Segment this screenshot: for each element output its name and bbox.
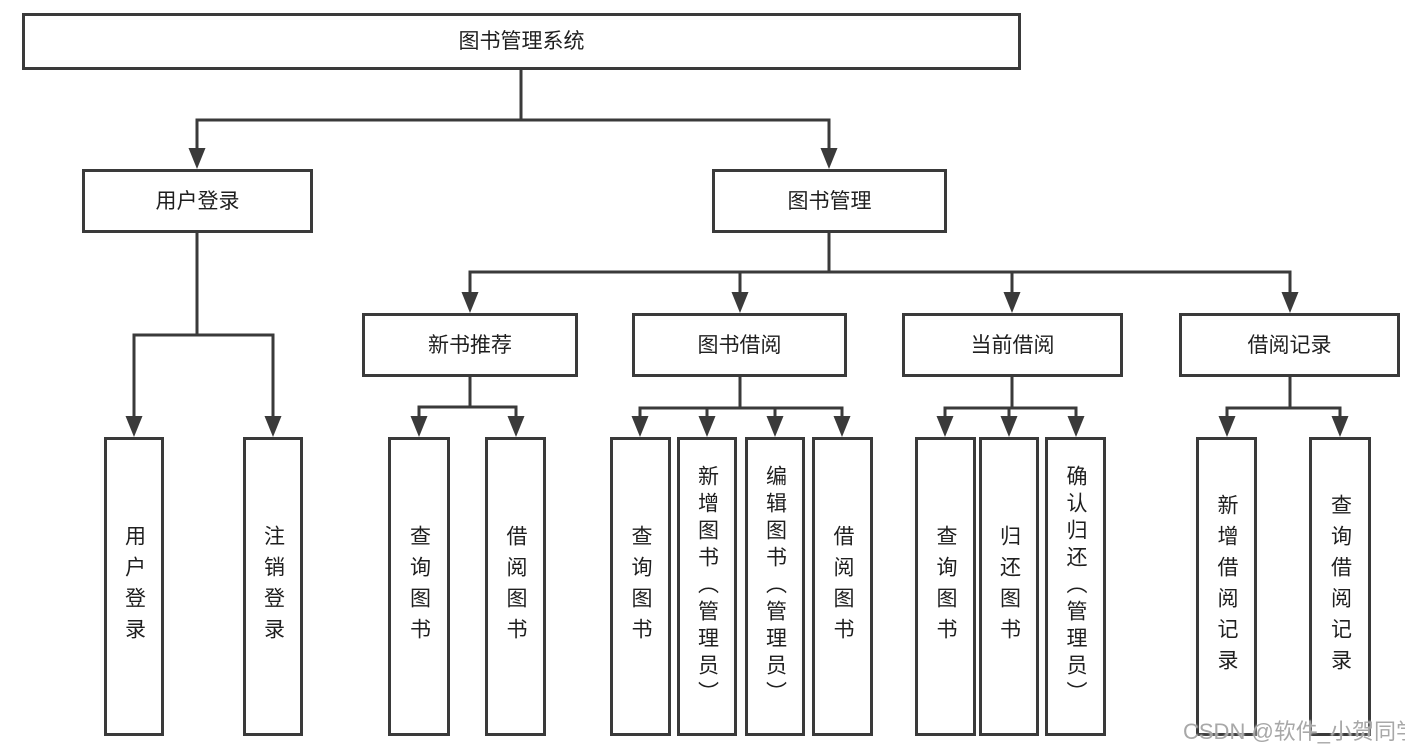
leaf-logout-login: 注销登录 bbox=[243, 437, 303, 736]
node-label: 注销登录 bbox=[261, 524, 285, 649]
leaf-confirm-return-admin: 确认归还（管理员） bbox=[1045, 437, 1106, 736]
node-label: 图书管理 bbox=[787, 189, 872, 213]
node-label: 图书借阅 bbox=[697, 333, 782, 357]
node-label: 新书推荐 bbox=[428, 333, 512, 357]
leaf-add-book-admin: 新增图书（管理员） bbox=[677, 437, 737, 736]
node-label: 当前借阅 bbox=[970, 333, 1055, 357]
leaf-query-books-recommend: 查询图书 bbox=[388, 437, 450, 736]
leaf-return-books: 归还图书 bbox=[979, 437, 1039, 736]
node-label: 用户登录 bbox=[122, 524, 146, 649]
node-label: 新增图书（管理员） bbox=[695, 465, 719, 708]
leaf-add-borrow-record: 新增借阅记录 bbox=[1196, 437, 1257, 736]
node-label: 归还图书 bbox=[997, 524, 1021, 649]
node-label: 编辑图书（管理员） bbox=[763, 465, 787, 708]
node-label: 查询图书 bbox=[407, 524, 431, 649]
leaf-query-borrow-record: 查询借阅记录 bbox=[1309, 437, 1371, 736]
leaf-query-books-borrow: 查询图书 bbox=[610, 437, 671, 736]
leaf-edit-book-admin: 编辑图书（管理员） bbox=[745, 437, 805, 736]
node-book-borrowing: 图书借阅 bbox=[632, 313, 847, 377]
leaf-query-books-current: 查询图书 bbox=[915, 437, 976, 736]
node-label: 借阅记录 bbox=[1247, 333, 1332, 357]
node-label: 查询图书 bbox=[629, 524, 652, 649]
leaf-borrow-books: 借阅图书 bbox=[812, 437, 873, 736]
node-current-borrowing: 当前借阅 bbox=[902, 313, 1123, 377]
node-label: 确认归还（管理员） bbox=[1064, 465, 1087, 708]
node-label: 查询图书 bbox=[934, 524, 957, 649]
node-label: 用户登录 bbox=[155, 189, 240, 213]
node-user-login: 用户登录 bbox=[82, 169, 313, 233]
node-library-management-system: 图书管理系统 bbox=[22, 13, 1021, 70]
node-borrowing-records: 借阅记录 bbox=[1179, 313, 1400, 377]
watermark-text: CSDN @软件_小贺同学 bbox=[1183, 719, 1405, 744]
leaf-user-login: 用户登录 bbox=[104, 437, 164, 736]
node-label: 图书管理系统 bbox=[458, 30, 585, 53]
node-label: 借阅图书 bbox=[831, 524, 854, 649]
node-label: 查询借阅记录 bbox=[1328, 493, 1352, 680]
node-label: 新增借阅记录 bbox=[1215, 493, 1238, 680]
node-label: 借阅图书 bbox=[504, 524, 527, 649]
leaf-borrow-books-recommend: 借阅图书 bbox=[485, 437, 546, 736]
node-book-management: 图书管理 bbox=[712, 169, 947, 233]
node-new-book-recommendation: 新书推荐 bbox=[362, 313, 578, 377]
